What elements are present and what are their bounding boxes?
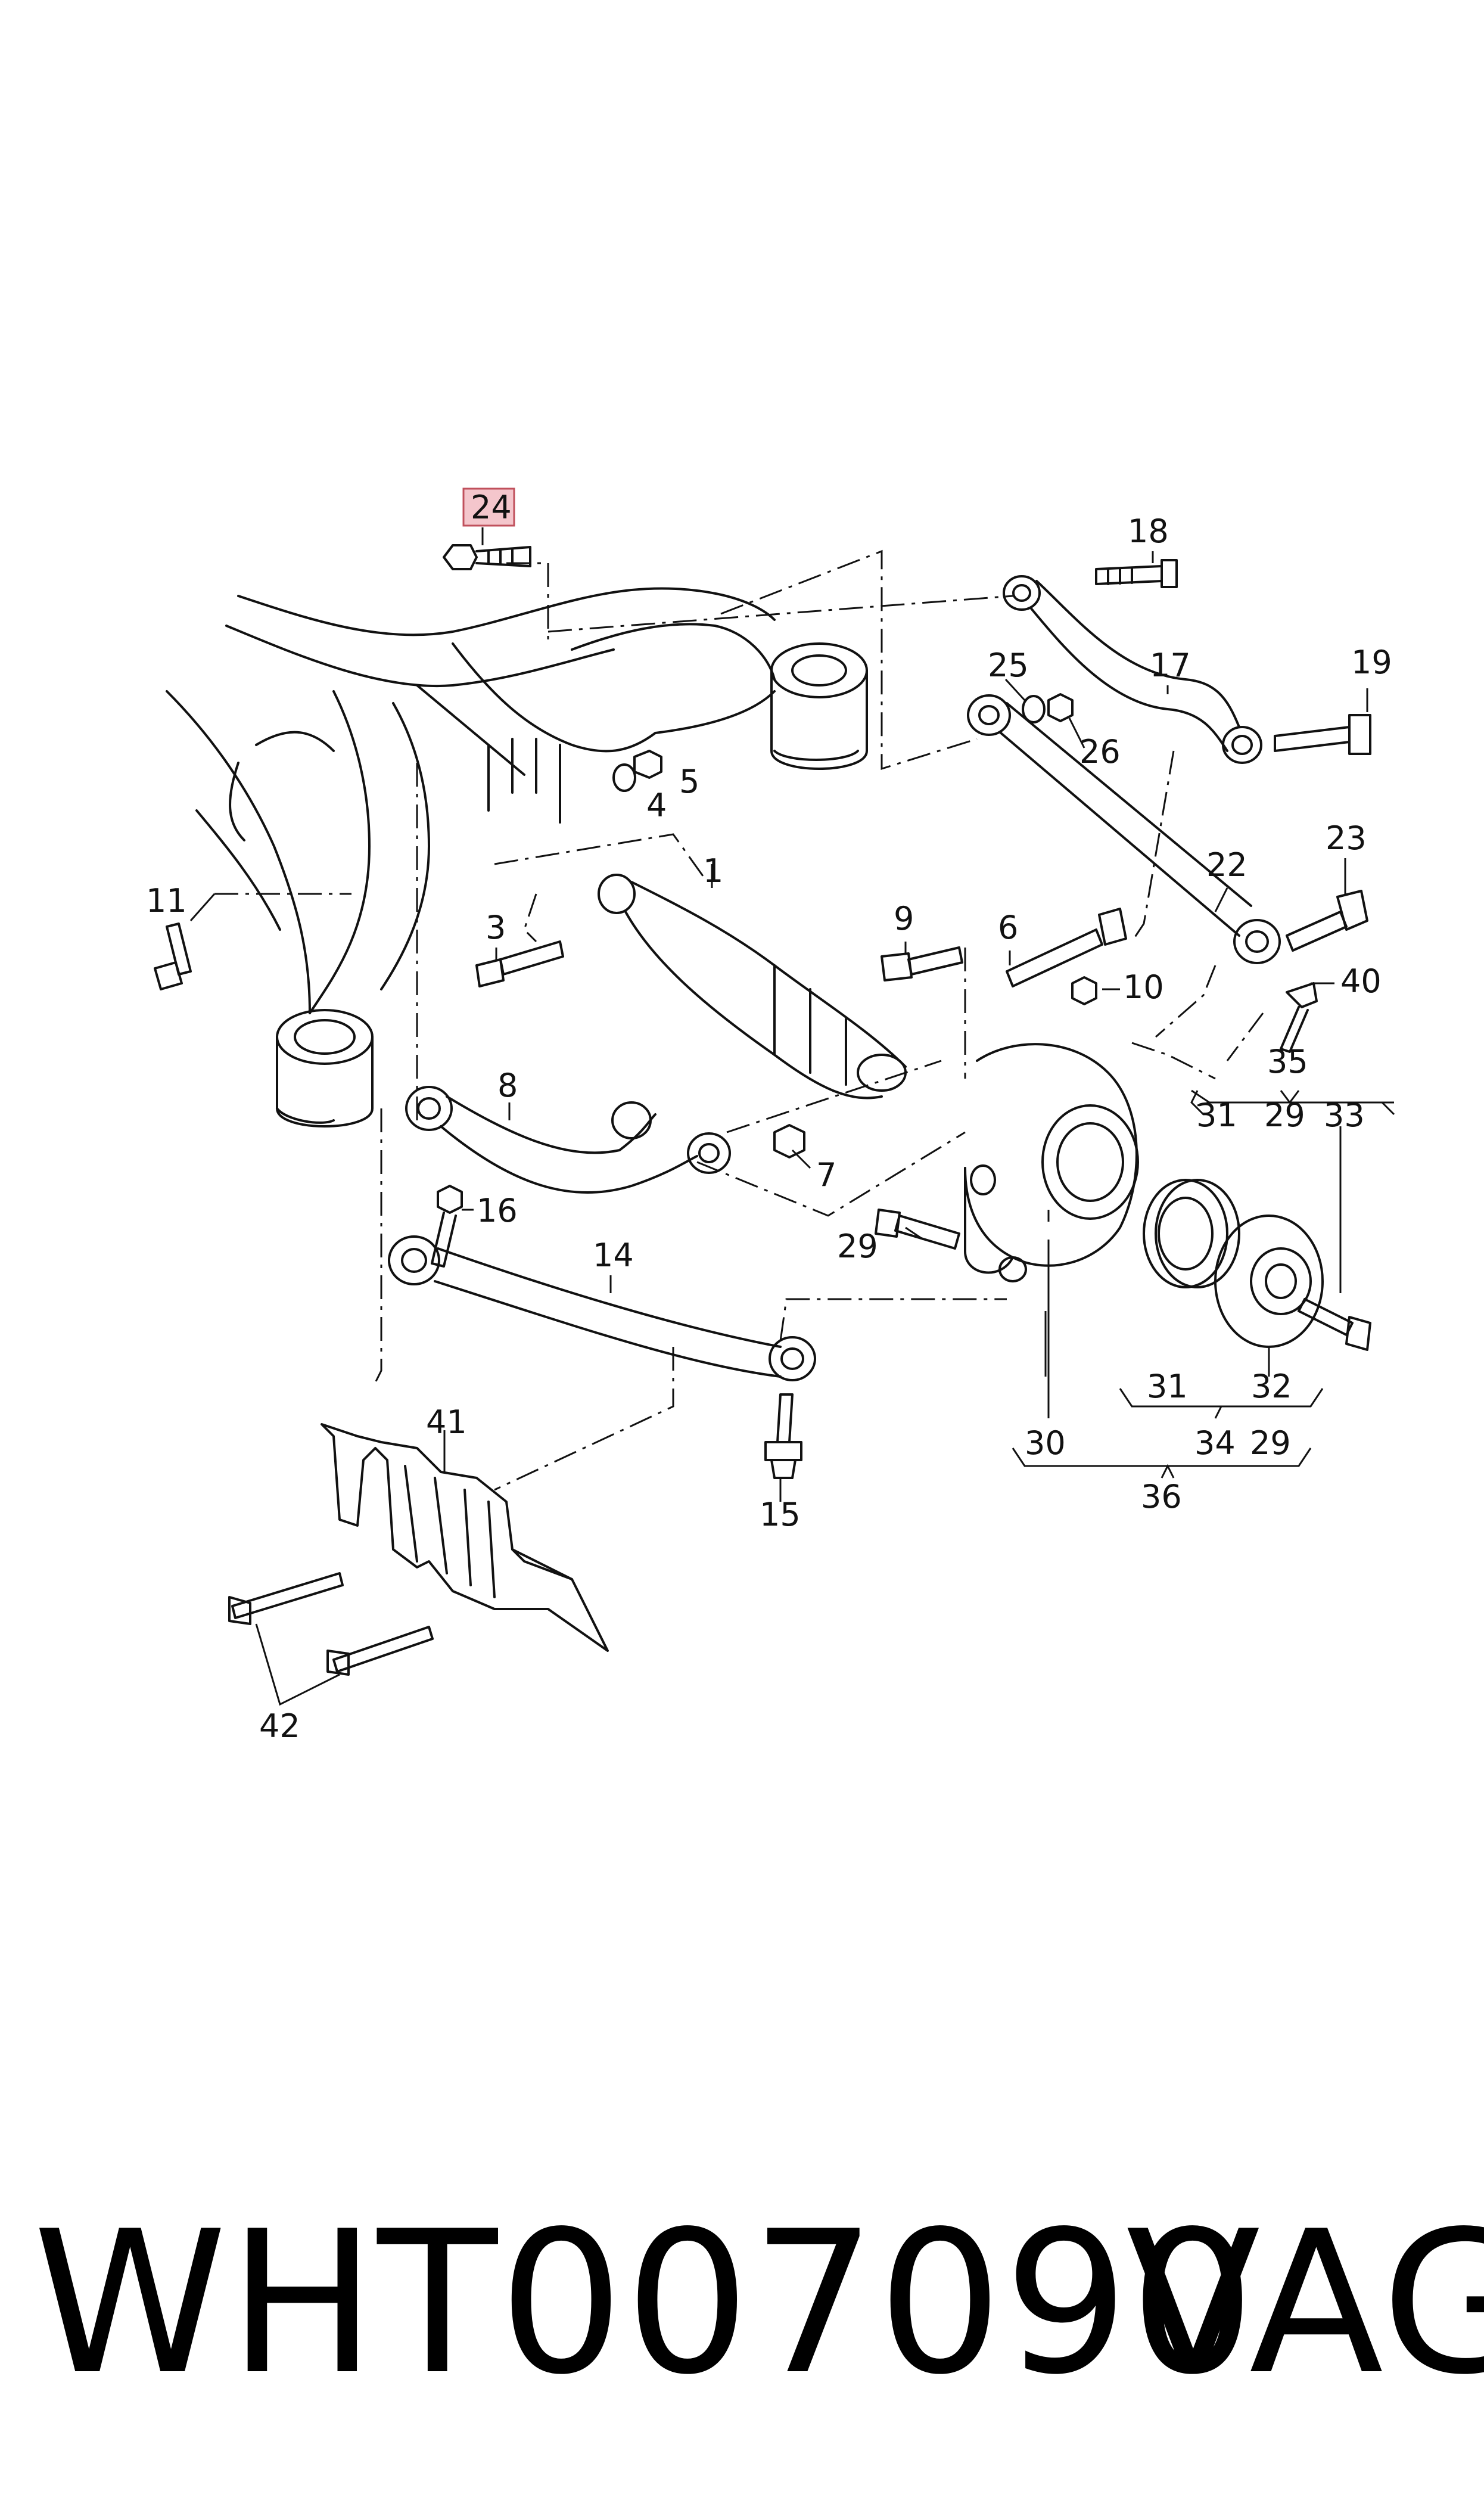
callout-1: 1 [703,852,723,890]
spring-link-1 [598,874,907,1099]
bolt-9 [881,946,963,981]
bolt-11 [154,923,192,990]
callout-24: 24 [471,489,512,526]
callout-29-mid: 29 [837,1228,878,1265]
callout-25: 25 [988,647,1029,684]
bolt-33 [1298,1298,1371,1351]
trim-cover-41 [321,1423,609,1652]
callout-8: 8 [497,1067,518,1104]
wheel-bearing-31 [1143,1179,1240,1288]
callout-4: 4 [646,787,667,824]
callout-36: 36 [1141,1478,1182,1515]
callout-31-bottom: 31 [1147,1368,1188,1405]
callout-11: 11 [146,882,187,920]
callout-31-top: 31 [1196,1097,1237,1134]
bolt-24 [443,544,531,570]
callout-40: 40 [1340,962,1382,1000]
bolt-42-upper [228,1572,344,1625]
callout-35: 35 [1267,1043,1308,1080]
callout-7: 7 [816,1156,836,1194]
callout-42: 42 [259,1707,300,1745]
callout-34: 34 [1194,1424,1236,1462]
bolt-29 [875,1209,960,1250]
bolt-42-lower [326,1626,434,1676]
right-subframe-bushing [770,642,868,770]
bolt-15 [764,1393,802,1479]
callout-17: 17 [1150,647,1191,684]
bolt-3 [475,940,564,987]
callout-24-highlight [462,487,515,527]
callout-16: 16 [477,1192,518,1229]
bolt-23 [1286,890,1368,952]
nut-5 [633,750,662,779]
callout-32: 32 [1251,1368,1292,1405]
callout-9: 9 [894,900,914,937]
washer-25 [1022,695,1046,723]
callout-26: 26 [1079,733,1121,771]
washer-4 [612,763,636,792]
link-17 [1003,575,1262,764]
wheel-bearing-housing-30 [964,1043,1139,1282]
bolt-40 [1280,982,1318,1053]
left-subframe-bushing [276,1009,374,1128]
brand-label: VAG [1126,2189,1484,2418]
callout-15: 15 [760,1496,801,1533]
subframe [166,587,776,1014]
callout-22: 22 [1206,846,1247,884]
bolt-6 [1006,908,1127,987]
part-number-label: WHT007090 [33,2189,1256,2418]
callout-3: 3 [486,909,506,946]
callout-41: 41 [426,1403,467,1441]
callout-14: 14 [593,1237,634,1274]
link-22 [967,694,1281,964]
nut-26 [1047,693,1074,722]
bolt-18 [1095,559,1178,588]
callout-19: 19 [1351,644,1392,681]
transverse-link-8 [405,1086,731,1194]
callout-18: 18 [1128,513,1169,550]
track-rod-14 [388,1235,816,1381]
callout-23: 23 [1326,819,1367,857]
callout-5: 5 [679,763,699,800]
callout-33: 33 [1324,1097,1365,1134]
bolt-19 [1274,714,1371,755]
callout-29-top: 29 [1264,1097,1305,1134]
callout-6: 6 [998,909,1018,946]
callout-30: 30 [1025,1424,1066,1462]
wheel-hub-32 [1214,1215,1324,1348]
nut-7 [773,1124,805,1158]
callout-10: 10 [1123,968,1164,1006]
callout-29-bottom: 29 [1250,1424,1291,1462]
nut-10 [1071,976,1097,1005]
